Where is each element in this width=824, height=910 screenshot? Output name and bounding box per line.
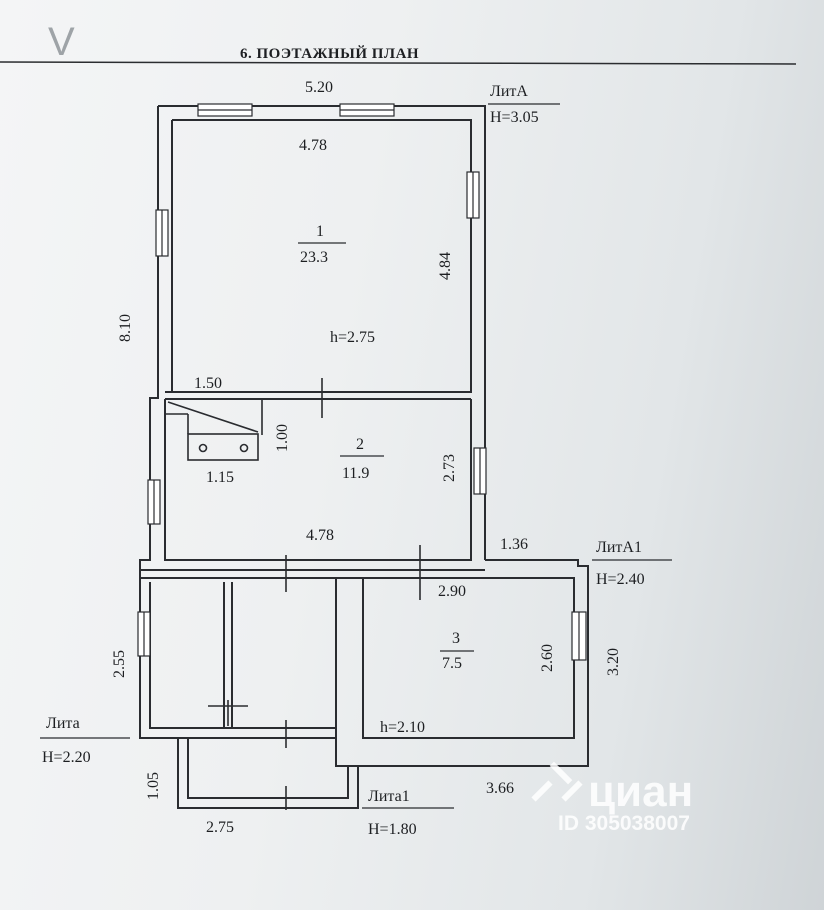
title-rule — [0, 61, 797, 65]
dim-porch-height: 1.05 — [145, 772, 162, 800]
dim-stove-width: 1.15 — [206, 469, 234, 486]
litera-a-small-height: H=2.20 — [42, 749, 91, 766]
dim-room2-width: 4.78 — [306, 527, 334, 544]
dim-top-outer: 5.20 — [305, 79, 333, 96]
dim-room3-height: 2.60 — [539, 644, 556, 672]
veranda-walls — [139, 578, 336, 739]
watermark-brand: циан — [588, 767, 693, 816]
watermark-id: ID 305038007 — [558, 812, 690, 835]
porch-walls — [177, 738, 359, 809]
staircase — [165, 398, 263, 435]
room-3-area: 7.5 — [442, 655, 462, 672]
main-house-windows — [147, 103, 487, 525]
door-markers — [208, 378, 421, 810]
dim-stair-width: 1.50 — [194, 375, 222, 392]
cian-watermark: циан ID 305038007 — [531, 761, 693, 835]
ceiling-height-annex: h=2.10 — [380, 719, 425, 736]
room-3-number: 3 — [452, 630, 460, 647]
litera-a1-small-height: H=1.80 — [368, 821, 417, 838]
litera-a1-height: H=2.40 — [596, 571, 645, 588]
dim-annex-offset: 1.36 — [500, 536, 528, 553]
dim-annex-outer-width: 3.66 — [486, 780, 514, 797]
litera-a1-small-name: Лита1 — [368, 788, 410, 805]
ceiling-height-main: h=2.75 — [330, 329, 375, 346]
dim-veranda-height: 2.55 — [111, 650, 128, 678]
dim-top-inner: 4.78 — [299, 137, 327, 154]
room-1-number: 1 — [316, 223, 324, 240]
litera-a1-name: ЛитА1 — [596, 539, 642, 556]
room-2-number: 2 — [356, 436, 364, 453]
litera-a-height: H=3.05 — [490, 109, 539, 126]
stove — [187, 433, 259, 461]
annex-window — [571, 611, 587, 661]
room-1-area: 23.3 — [300, 249, 328, 266]
check-mark: V — [48, 20, 75, 64]
litera-leaders — [40, 103, 672, 809]
dim-stair-depth: 1.00 — [274, 424, 291, 452]
dim-annex-outer-height: 3.20 — [605, 648, 622, 676]
room-2-area: 11.9 — [342, 465, 369, 482]
dim-room1-height: 4.84 — [437, 252, 454, 280]
litera-a-name: ЛитА — [490, 83, 528, 100]
dim-annex-inner-width: 2.90 — [438, 583, 466, 600]
page-title: 6. ПОЭТАЖНЫЙ ПЛАН — [240, 45, 419, 62]
dim-porch-width: 2.75 — [206, 819, 234, 836]
dim-left-total: 8.10 — [117, 314, 134, 342]
veranda-window — [137, 611, 151, 657]
room-fraction-lines — [298, 242, 474, 652]
annex-walls — [335, 559, 589, 767]
dim-room2-height: 2.73 — [441, 454, 458, 482]
litera-a-small-name: Лита — [46, 715, 80, 732]
cian-logo-icon — [531, 761, 583, 802]
main-house-walls — [139, 105, 486, 579]
